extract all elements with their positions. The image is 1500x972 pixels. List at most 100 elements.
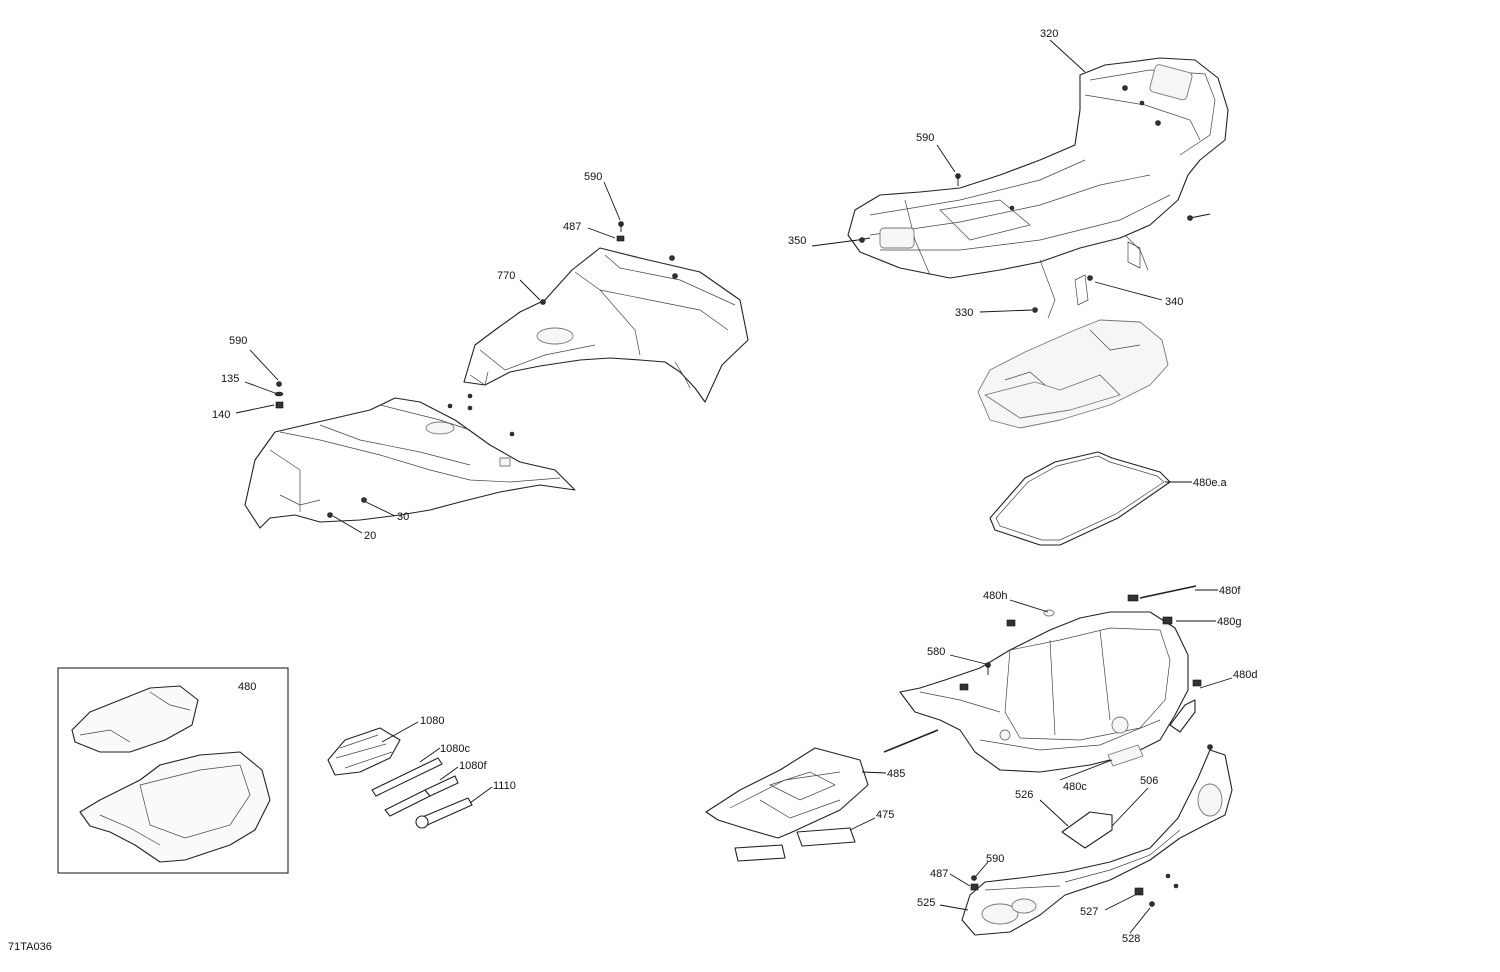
callout-320: 320 bbox=[1040, 28, 1058, 40]
tool-spanner-wrench bbox=[415, 797, 473, 829]
leader-487-fender bbox=[587, 227, 616, 239]
callout-487-bumper: 487 bbox=[930, 868, 948, 880]
rear-bumper bbox=[961, 749, 1233, 936]
rack-nut-icon bbox=[1032, 307, 1038, 313]
callout-1080: 1080 bbox=[420, 715, 444, 727]
skid-plate bbox=[705, 747, 869, 839]
leader-20 bbox=[332, 515, 363, 534]
leader-480c bbox=[1059, 759, 1113, 781]
callout-480c: 480c bbox=[1063, 781, 1087, 793]
leader-1080c bbox=[419, 747, 441, 763]
tub-latch-bracket bbox=[1169, 699, 1196, 733]
leader-590-rack bbox=[936, 144, 956, 173]
callout-590-left: 590 bbox=[229, 335, 247, 347]
leader-30 bbox=[365, 501, 396, 517]
leader-340 bbox=[1094, 281, 1163, 301]
callout-506: 506 bbox=[1140, 775, 1158, 787]
leader-350 bbox=[811, 239, 859, 247]
tub-nut-icons bbox=[959, 619, 1202, 691]
callout-480f: 480f bbox=[1219, 585, 1241, 597]
leader-590-bumper bbox=[975, 861, 989, 877]
callout-350: 350 bbox=[788, 235, 806, 247]
fender-upper-screw-icon bbox=[669, 255, 678, 279]
callout-480h: 480h bbox=[983, 590, 1007, 602]
leader-485 bbox=[861, 771, 887, 774]
callout-590-bumper: 590 bbox=[986, 853, 1004, 865]
pad-a bbox=[796, 827, 856, 847]
callout-525: 525 bbox=[917, 897, 935, 909]
right-fender-upper bbox=[463, 247, 749, 403]
leader-527 bbox=[1104, 894, 1136, 911]
rack-bolt-icon bbox=[955, 173, 961, 186]
leader-1110 bbox=[469, 786, 493, 804]
fender-upper-bolt-icon bbox=[618, 221, 624, 232]
rear-rack-frame bbox=[847, 57, 1229, 319]
leader-475 bbox=[849, 817, 876, 831]
callout-590-fender: 590 bbox=[584, 171, 602, 183]
callout-590-rack: 590 bbox=[916, 132, 934, 144]
leader-135 bbox=[244, 381, 276, 394]
leader-590-fender bbox=[603, 181, 621, 221]
left-fender-bolt-icon bbox=[276, 381, 282, 387]
leader-1080 bbox=[381, 721, 419, 743]
callout-485: 485 bbox=[887, 768, 905, 780]
callout-527: 527 bbox=[1080, 906, 1098, 918]
callout-140: 140 bbox=[212, 409, 230, 421]
pad-b bbox=[734, 844, 786, 862]
callout-340: 340 bbox=[1165, 296, 1183, 308]
storage-lid bbox=[977, 319, 1169, 429]
tub-clip-icon bbox=[1162, 616, 1173, 625]
tool-screwdriver bbox=[384, 775, 459, 817]
storage-seal bbox=[989, 451, 1171, 546]
tool-pouch bbox=[327, 727, 401, 776]
leader-506 bbox=[1111, 787, 1149, 827]
assembly-480-tub-thumb bbox=[79, 751, 271, 863]
callout-487-fender: 487 bbox=[563, 221, 581, 233]
bumper-bolt-icon bbox=[971, 875, 977, 881]
callout-580: 580 bbox=[927, 646, 945, 658]
leader-526 bbox=[1039, 799, 1069, 827]
callout-480g: 480g bbox=[1217, 616, 1241, 628]
left-fender-washer-icon bbox=[274, 391, 284, 397]
tub-drain-rod bbox=[883, 729, 939, 753]
rack-front-bolt-icon bbox=[857, 237, 871, 243]
callout-20: 20 bbox=[364, 530, 376, 542]
callout-480d: 480d bbox=[1233, 669, 1257, 681]
callout-526: 526 bbox=[1015, 789, 1033, 801]
tub-cover-plate bbox=[1107, 744, 1144, 767]
callout-135: 135 bbox=[221, 373, 239, 385]
leader-770 bbox=[519, 279, 541, 301]
callout-480-box: 480 bbox=[238, 681, 256, 693]
tool-extension-rod bbox=[371, 757, 443, 797]
left-fender-hardware-icons bbox=[327, 393, 515, 518]
storage-tub bbox=[899, 611, 1189, 773]
assembly-480-frame bbox=[57, 667, 289, 874]
callout-528: 528 bbox=[1122, 933, 1140, 945]
leader-487-bumper bbox=[949, 873, 971, 887]
bumper-clip-icon bbox=[1134, 887, 1144, 896]
leader-480d bbox=[1199, 677, 1233, 689]
bumper-nut-icon bbox=[970, 883, 979, 891]
leader-580 bbox=[949, 654, 987, 665]
callout-1080f: 1080f bbox=[459, 760, 487, 772]
rack-side-bolt-icon bbox=[1187, 213, 1211, 221]
tub-support-bracket bbox=[1061, 811, 1113, 849]
leader-480h bbox=[1009, 599, 1049, 613]
fender-upper-rivet-icon bbox=[540, 299, 546, 305]
leader-528 bbox=[1129, 907, 1151, 934]
leader-590-left bbox=[249, 349, 279, 381]
callout-480ea: 480e.a bbox=[1193, 477, 1228, 489]
fender-upper-nut-icon bbox=[616, 235, 625, 242]
leader-320 bbox=[1049, 39, 1086, 73]
left-fender-lower bbox=[244, 397, 576, 529]
leader-525 bbox=[939, 904, 969, 911]
callout-1110: 1110 bbox=[493, 780, 516, 792]
callout-770: 770 bbox=[497, 270, 515, 282]
leader-140 bbox=[235, 404, 275, 414]
leader-330 bbox=[979, 309, 1033, 313]
callout-330: 330 bbox=[955, 307, 973, 319]
left-fender-nut-icon bbox=[275, 401, 284, 409]
callout-1080c: 1080c bbox=[440, 743, 470, 755]
callout-30: 30 bbox=[397, 511, 409, 523]
bumper-screw-icon bbox=[1149, 744, 1213, 907]
